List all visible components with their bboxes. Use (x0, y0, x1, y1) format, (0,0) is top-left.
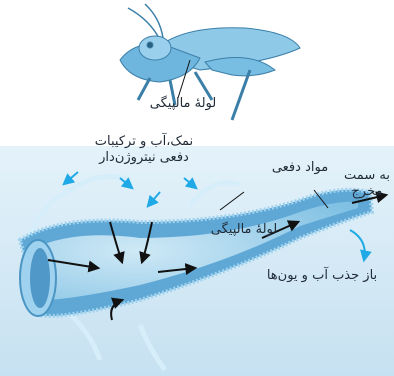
label-tube-malpighian: لولۀ مالپیگی (196, 222, 292, 238)
label-inputs-line1: نمک،آب و ترکیبات (76, 134, 212, 150)
label-to-exit-line2: مخرج (342, 184, 392, 200)
label-insect-malpighian: لولۀ مالپیگی (138, 96, 228, 112)
label-to-exit-line1: به سمت (342, 168, 392, 184)
label-excretory-material: مواد دفعی (260, 160, 340, 176)
label-reabsorption: باز جذب آب و یون‌ها (252, 268, 392, 284)
label-inputs-line2: دفعی نیتروژن‌دار (76, 150, 212, 166)
